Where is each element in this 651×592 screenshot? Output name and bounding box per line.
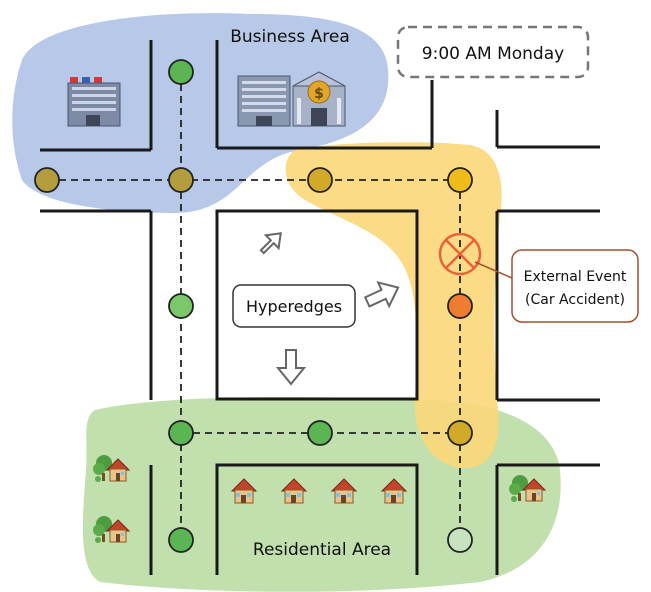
business-area-region	[12, 13, 389, 214]
node	[307, 167, 333, 193]
node	[168, 167, 194, 193]
event-label-line1: External Event	[524, 269, 627, 285]
node	[447, 527, 473, 553]
node	[447, 167, 473, 193]
event-callout	[511, 249, 639, 323]
event-label-line2: (Car Accident)	[525, 292, 625, 308]
svg-text:$: $	[314, 86, 324, 102]
hyperedge-region	[285, 142, 502, 468]
arrow-icon	[363, 281, 400, 309]
node	[168, 527, 194, 553]
node	[168, 420, 194, 446]
node	[447, 293, 473, 319]
time-label: 9:00 AM Monday	[422, 44, 564, 64]
node	[34, 167, 60, 193]
hyperedges-box	[232, 284, 356, 328]
streets	[40, 40, 600, 575]
arrow-icon	[275, 349, 307, 386]
graph-nodes	[34, 59, 473, 553]
office-building-icon	[237, 75, 291, 127]
business-area-label: Business Area	[230, 27, 350, 47]
hyperedges-label: Hyperedges	[246, 297, 342, 316]
time-box	[396, 25, 590, 79]
node	[168, 293, 194, 319]
bank-icon: $	[292, 71, 346, 127]
node	[447, 420, 473, 446]
node	[168, 59, 194, 85]
event-leader-line	[474, 261, 513, 279]
node	[307, 420, 333, 446]
office-building-icon	[67, 77, 121, 127]
residential-area-label: Residential Area	[253, 540, 391, 560]
arrow-icon	[259, 232, 282, 255]
accident-icon	[438, 232, 482, 276]
